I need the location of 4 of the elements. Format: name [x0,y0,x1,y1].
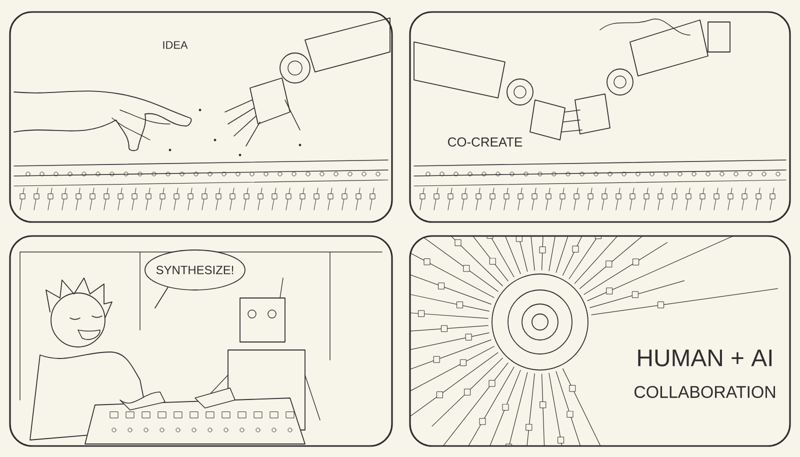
panel-caption: IDEA [163,41,188,49]
panel-caption: HUMAN + AI [638,350,772,366]
panel-caption: CO-CREATE [448,137,522,147]
panel-caption: COLLABORATION [634,386,775,398]
